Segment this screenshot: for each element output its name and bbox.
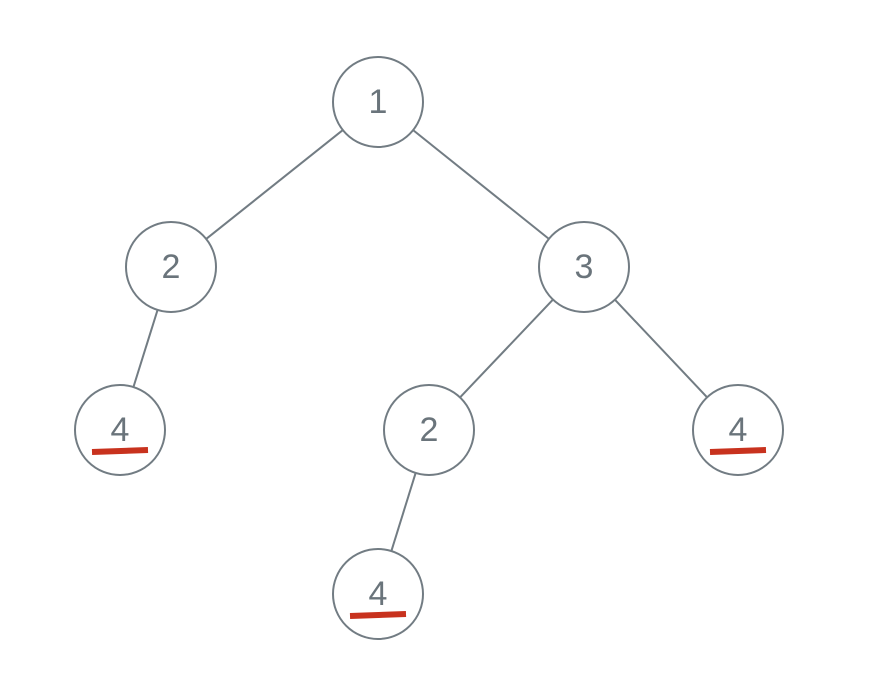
tree-node-label: 2	[420, 411, 439, 449]
tree-node-n1: 1	[332, 56, 424, 148]
tree-edge-n1-n2	[205, 129, 344, 240]
tree-node-n2b: 2	[383, 384, 475, 476]
tree-node-n4b: 4	[692, 384, 784, 476]
tree-edge-n2b-n4c	[390, 472, 417, 552]
tree-node-label: 1	[369, 83, 388, 121]
highlight-underline	[91, 447, 149, 455]
tree-node-label: 4	[111, 411, 130, 449]
tree-edges	[132, 129, 708, 552]
tree-node-n4c: 4	[332, 548, 424, 640]
highlight-underline	[349, 611, 407, 619]
tree-edge-n3-n2b	[459, 298, 554, 399]
tree-nodes: 1 2 3 4 2 4 4	[74, 56, 784, 640]
tree-edge-n3-n4b	[614, 299, 708, 398]
tree-node-label: 2	[162, 248, 181, 286]
tree-node-circle	[383, 384, 475, 476]
tree-node-label: 4	[729, 411, 748, 449]
tree-node-circle	[332, 56, 424, 148]
tree-node-circle	[125, 221, 217, 313]
tree-node-circle	[538, 221, 630, 313]
tree-edge-n2-n4a	[132, 309, 159, 388]
tree-node-n3: 3	[538, 221, 630, 313]
tree-node-n2: 2	[125, 221, 217, 313]
tree-edge-n1-n3	[412, 129, 550, 240]
highlight-underline	[709, 447, 767, 455]
tree-node-label: 4	[369, 575, 388, 613]
tree-node-n4a: 4	[74, 384, 166, 476]
tree-node-label: 3	[575, 248, 594, 286]
